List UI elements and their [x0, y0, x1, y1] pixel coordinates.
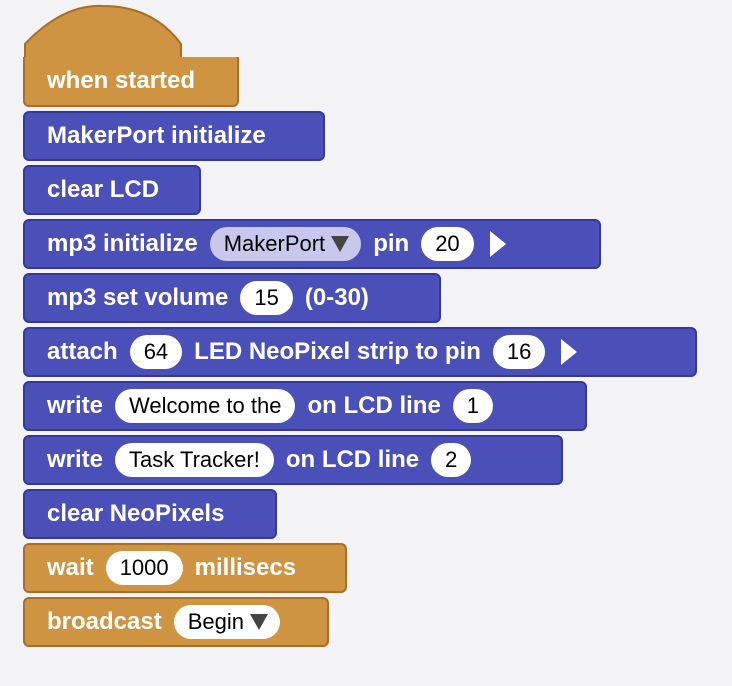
dropdown-menu[interactable]: Begin	[173, 605, 280, 639]
input-slot[interactable]: 1000	[105, 551, 183, 585]
block-label: mp3 initialize	[47, 230, 198, 257]
block-label: when started	[47, 67, 196, 94]
dropdown-label: MakerPort	[223, 231, 326, 256]
input-slot[interactable]: 20	[421, 227, 474, 261]
block-write[interactable]: write Welcome to the on LCD line 1	[23, 381, 587, 431]
block-broadcast[interactable]: broadcast Begin	[23, 597, 329, 647]
input-slot[interactable]: 15	[240, 281, 293, 315]
block-label: broadcast	[47, 608, 162, 635]
dropdown-menu[interactable]: MakerPort	[209, 227, 362, 261]
input-slot[interactable]: 16	[492, 335, 546, 369]
block-label: millisecs	[194, 554, 297, 581]
block-label: (0-30)	[304, 284, 369, 311]
block-attach[interactable]: attach 64 LED NeoPixel strip to pin 16	[23, 327, 697, 377]
block-label: write	[47, 446, 104, 473]
input-slot[interactable]: Welcome to the	[115, 389, 296, 423]
block-mp3-initialize[interactable]: mp3 initialize MakerPort pin 20	[23, 219, 601, 269]
chevron-down-icon	[249, 614, 268, 630]
block-mp3-set-volume[interactable]: mp3 set volume 15 (0-30)	[23, 273, 441, 323]
block-label: clear LCD	[47, 176, 160, 203]
block-write[interactable]: write Task Tracker! on LCD line 2	[23, 435, 563, 485]
block-label: pin	[373, 230, 410, 257]
block-label: wait	[47, 554, 94, 581]
block-label: on LCD line	[285, 446, 420, 473]
hat-cap	[24, 4, 182, 58]
block-label: LED NeoPixel strip to pin	[194, 338, 481, 365]
expand-arrow-icon[interactable]	[561, 339, 578, 365]
block-label: attach	[47, 338, 118, 365]
input-slot[interactable]: 1	[452, 389, 494, 423]
input-slot[interactable]: 64	[129, 335, 183, 369]
block-clear-neopixels[interactable]: clear NeoPixels	[23, 489, 277, 539]
block-label: clear NeoPixels	[47, 500, 225, 527]
block-when-started[interactable]: when started	[23, 57, 239, 107]
dropdown-label: Begin	[187, 609, 244, 634]
expand-arrow-icon[interactable]	[489, 231, 506, 257]
input-slot[interactable]: Task Tracker!	[115, 443, 274, 477]
input-slot[interactable]: 2	[431, 443, 472, 477]
block-makerport-initialize[interactable]: MakerPort initialize	[23, 111, 325, 161]
block-clear-lcd[interactable]: clear LCD	[23, 165, 201, 215]
chevron-down-icon	[331, 236, 350, 252]
block-label: on LCD line	[307, 392, 441, 419]
block-label: MakerPort initialize	[47, 122, 266, 149]
block-label: mp3 set volume	[47, 284, 229, 311]
block-label: write	[47, 392, 104, 419]
block-wait[interactable]: wait 1000 millisecs	[23, 543, 347, 593]
